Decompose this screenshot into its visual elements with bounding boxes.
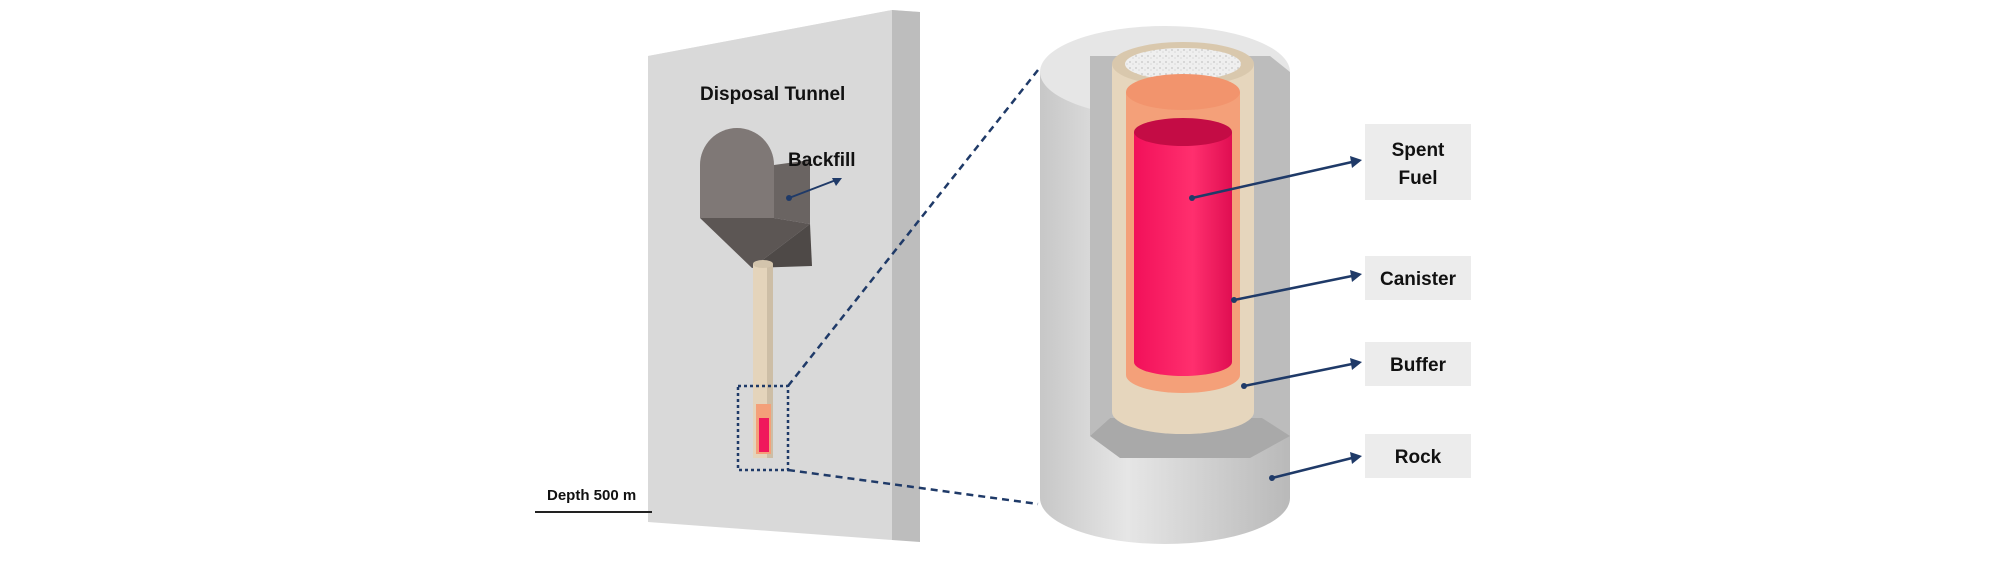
rock-leader bbox=[1271, 456, 1353, 480]
spent-fuel-layer bbox=[1134, 118, 1232, 376]
rock-callout: Rock bbox=[1269, 434, 1471, 481]
deposition-shaft bbox=[753, 260, 773, 458]
spent-fuel-label-box bbox=[1365, 124, 1471, 200]
shaft-buffer-shade bbox=[767, 264, 773, 458]
rock-arrowhead bbox=[1350, 452, 1362, 464]
canister-top bbox=[1126, 74, 1240, 110]
buffer-top-inner bbox=[1125, 48, 1241, 80]
buffer-leader bbox=[1243, 362, 1353, 388]
canister-label-box bbox=[1365, 256, 1471, 300]
canister-leader bbox=[1233, 274, 1353, 302]
buffer-callout: Buffer bbox=[1241, 342, 1471, 389]
canister-anchor bbox=[1231, 297, 1237, 303]
buffer-label: Buffer bbox=[1390, 355, 1447, 376]
backfill-tunnel bbox=[700, 128, 812, 268]
canister-arrowhead bbox=[1350, 270, 1362, 282]
disposal-tunnel-label: Disposal Tunnel bbox=[700, 84, 845, 105]
spent-fuel-anchor bbox=[1189, 195, 1195, 201]
spent-fuel-arrowhead bbox=[1350, 156, 1362, 168]
spent-fuel-callout: Spent Fuel bbox=[1189, 124, 1471, 201]
buffer-label-box bbox=[1365, 342, 1471, 386]
spent-fuel-body bbox=[1134, 132, 1232, 376]
spent-fuel-leader bbox=[1191, 160, 1353, 200]
buffer-arrowhead bbox=[1350, 358, 1362, 370]
spent-fuel-label-line1: Spent bbox=[1392, 140, 1445, 161]
rock-label: Rock bbox=[1395, 447, 1442, 468]
backfill-tunnel-floor bbox=[700, 218, 810, 268]
rock-anchor bbox=[1269, 475, 1275, 481]
rock-label-box bbox=[1365, 434, 1471, 478]
backfill-tunnel-inner-face bbox=[774, 160, 810, 224]
spent-fuel-label-line2: Fuel bbox=[1398, 168, 1437, 189]
backfill-tunnel-rim bbox=[752, 224, 812, 268]
depth-label: Depth 500 m bbox=[547, 487, 636, 504]
rock-block-side-face bbox=[892, 10, 920, 542]
zoom-box bbox=[736, 384, 790, 472]
buffer-anchor bbox=[1241, 383, 1247, 389]
backfill-leader bbox=[786, 178, 842, 201]
shaft-spent-fuel bbox=[759, 418, 769, 452]
zoom-connector-bottom bbox=[787, 468, 1039, 506]
backfill-label: Backfill bbox=[788, 150, 856, 171]
spent-fuel-top bbox=[1134, 118, 1232, 146]
canister-callout: Canister bbox=[1231, 256, 1471, 303]
shaft-top bbox=[753, 260, 773, 268]
backfill-tunnel-front bbox=[700, 128, 774, 218]
canister-label: Canister bbox=[1380, 269, 1457, 290]
